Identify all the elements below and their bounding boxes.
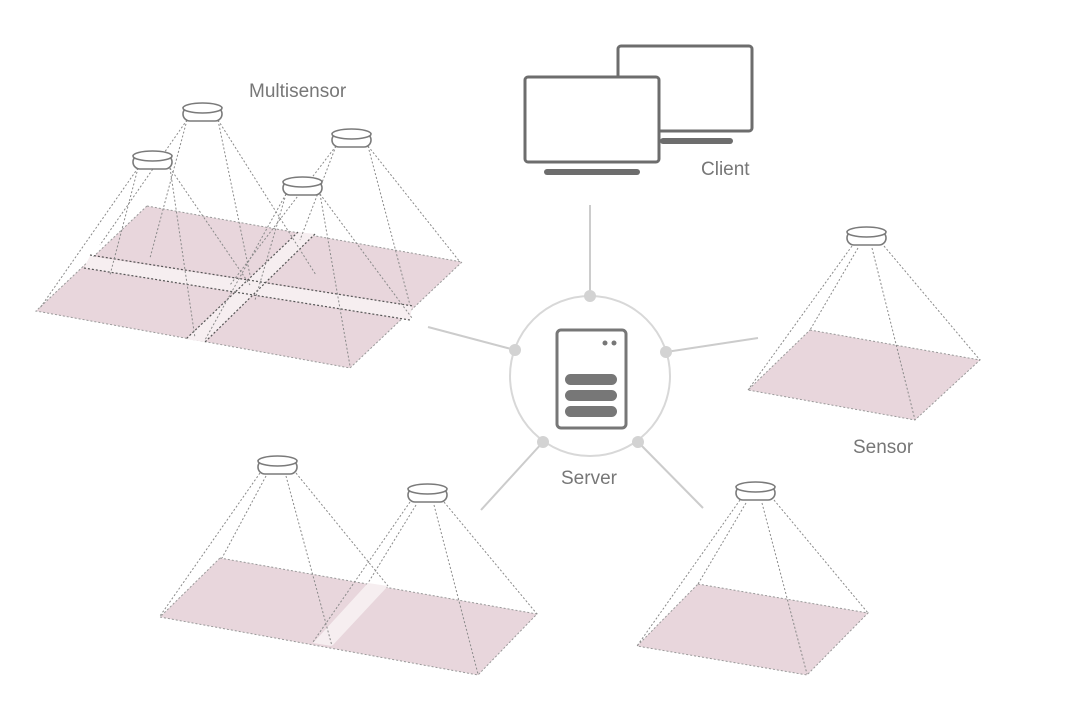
sensor-icon — [257, 455, 298, 475]
sensor-icon — [282, 176, 323, 196]
connector-dot-top — [584, 290, 596, 302]
dual-sensor-group — [158, 455, 539, 676]
sensor-icon — [331, 128, 372, 148]
sensor-icon — [182, 102, 223, 122]
sensor-icon — [735, 481, 776, 501]
monitor-icon — [523, 44, 754, 175]
sensor-label: Sensor — [853, 437, 914, 458]
server-label: Server — [561, 468, 618, 489]
multisensor-group — [34, 102, 464, 369]
client-label: Client — [701, 159, 750, 180]
multisensor-beams — [39, 119, 461, 367]
connections — [427, 205, 759, 511]
sensor-icon — [132, 150, 173, 170]
sensor-icon — [407, 483, 448, 503]
connector-dot-right — [660, 346, 672, 358]
single-sensor-group — [746, 226, 982, 421]
multisensor-label: Multisensor — [249, 81, 347, 102]
sensor-icon — [846, 226, 887, 246]
monitor-front — [523, 75, 661, 164]
connector-dot-left — [509, 344, 521, 356]
connector-bottom-right — [637, 441, 704, 509]
connector-dot-bottom-left — [537, 436, 549, 448]
server-icon — [555, 328, 628, 430]
connector-sensor — [665, 337, 759, 353]
bottom-sensor-floor — [635, 583, 870, 676]
bottom-sensor-group — [635, 481, 870, 676]
connector-multisensor — [427, 326, 516, 351]
connector-dot-bottom-right — [632, 436, 644, 448]
connector-bottom-left — [480, 441, 544, 511]
sensor-floor — [746, 329, 982, 421]
